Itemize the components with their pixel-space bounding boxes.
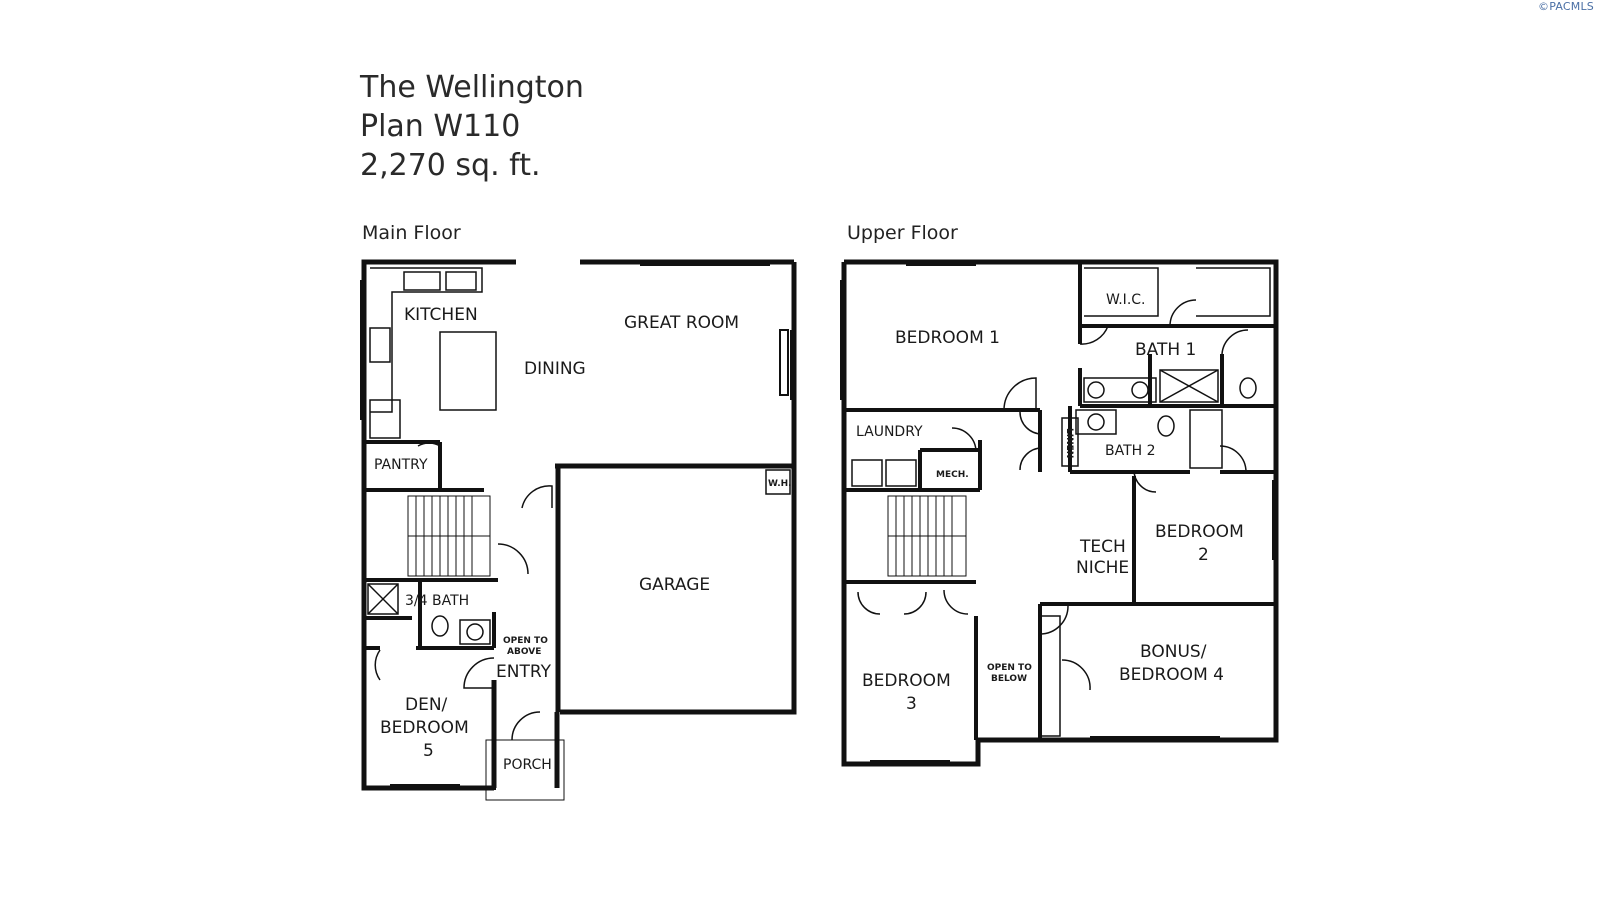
tech-niche-label-line1: TECH: [1079, 537, 1126, 557]
upper-floor-exterior-walls: [841, 259, 1279, 767]
upper-closets: [1039, 417, 1079, 737]
main-floor-windows: [360, 264, 792, 786]
upper-floor-windows: [840, 264, 1274, 762]
den-label-line1: DEN/: [405, 695, 448, 715]
plan-name: The Wellington: [360, 70, 584, 105]
open-above-label-line1: OPEN TO: [503, 636, 548, 646]
upper-floor-labels: W.I.C. BEDROOM 1 BATH 1 LAUNDRY LINEN BA…: [856, 292, 1244, 714]
main-floor-interior-walls: [364, 440, 498, 790]
upper-floor-plan: [840, 259, 1279, 767]
open-below-label-line1: OPEN TO: [987, 663, 1032, 673]
entry-label: ENTRY: [496, 662, 552, 682]
plan-area: 2,270 sq. ft.: [360, 148, 541, 183]
main-floor-doors: [374, 442, 553, 741]
bath1-label: BATH 1: [1135, 340, 1196, 360]
bath2-label: BATH 2: [1105, 443, 1156, 459]
linen-label: LINEN: [1064, 428, 1074, 458]
garage-label: GARAGE: [639, 575, 710, 595]
pantry-label: PANTRY: [374, 457, 428, 473]
bedroom3-label-line2: 3: [906, 694, 917, 714]
open-above-label-line2: ABOVE: [507, 647, 541, 657]
bath34-fixtures: [367, 583, 491, 645]
mech-label: MECH.: [936, 470, 969, 480]
bedroom3-label-line1: BEDROOM: [862, 671, 951, 691]
bedroom2-label-line2: 2: [1198, 545, 1209, 565]
bedroom1-label: BEDROOM 1: [895, 328, 1000, 348]
laundry-appliances: [851, 459, 917, 487]
bonus-label-line2: BEDROOM 4: [1119, 665, 1224, 685]
upper-floor-interior-walls: [844, 262, 1276, 740]
bath2-fixtures: [1075, 409, 1223, 469]
plan-title-block: The Wellington Plan W110 2,270 sq. ft.: [360, 68, 584, 185]
main-floor-plan: [360, 259, 797, 801]
kitchen-label: KITCHEN: [404, 305, 478, 325]
laundry-label: LAUNDRY: [856, 424, 923, 440]
main-floor-stairs: [407, 495, 491, 577]
bath1-fixtures: [1083, 369, 1257, 403]
den-label-line2: BEDROOM: [380, 718, 469, 738]
den-label-line3: 5: [423, 741, 434, 761]
porch-label: PORCH: [503, 757, 552, 773]
upper-floor-label: Upper Floor: [847, 222, 958, 244]
porch-outline: [485, 739, 565, 801]
main-floor-label: Main Floor: [362, 222, 461, 244]
water-heater: [765, 469, 791, 495]
bedroom2-label-line1: BEDROOM: [1155, 522, 1244, 542]
copyright-text: ©PACMLS: [1538, 0, 1594, 13]
great-room-label: GREAT ROOM: [624, 313, 739, 333]
main-floor-labels: KITCHEN GREAT ROOM DINING PANTRY W.H. GA…: [374, 305, 792, 773]
upper-floor-doors: [857, 299, 1249, 691]
dining-label: DINING: [524, 359, 586, 379]
tech-niche-label-line2: NICHE: [1076, 558, 1129, 578]
main-floor-exterior-walls: [361, 259, 797, 791]
open-below-label-line2: BELOW: [991, 674, 1027, 684]
bonus-label-line1: BONUS/: [1140, 642, 1207, 662]
kitchen-fixtures: [369, 267, 497, 439]
wic-label: W.I.C.: [1106, 292, 1146, 308]
bath34-label: 3/4 BATH: [405, 593, 469, 609]
water-heater-label: W.H.: [768, 479, 792, 489]
plan-number: Plan W110: [360, 109, 521, 144]
wic-shelving: [1084, 267, 1271, 317]
upper-floor-stairs: [887, 495, 967, 577]
